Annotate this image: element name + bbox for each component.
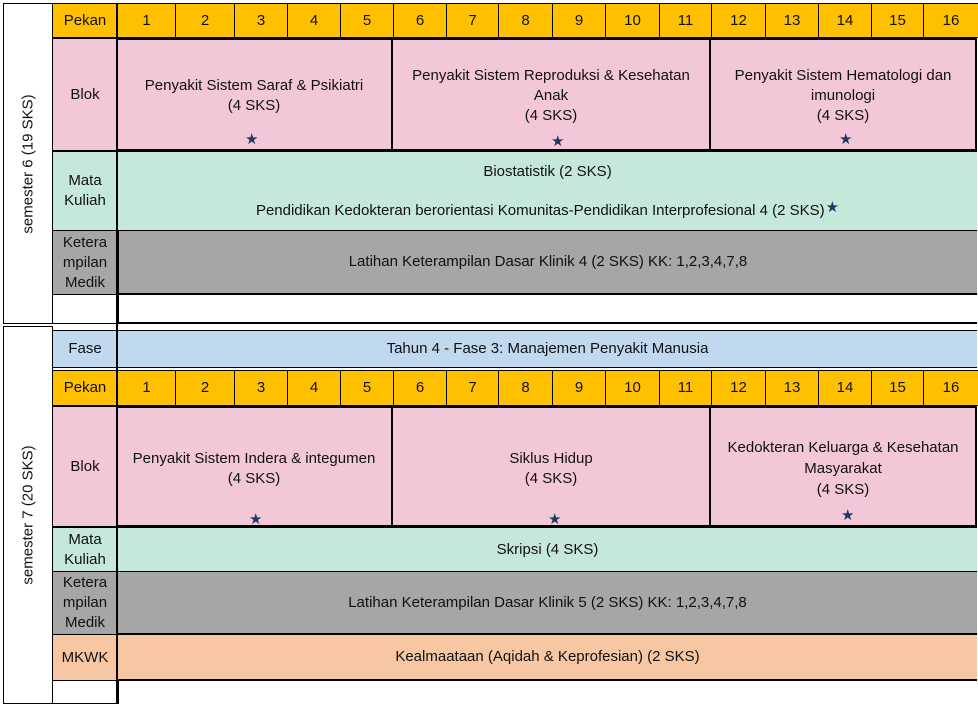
s7-week-9: 9 bbox=[552, 370, 606, 406]
s6-week-15: 15 bbox=[871, 3, 924, 38]
s7-empty-row bbox=[117, 680, 977, 704]
s7-block-3-title-2: Masyarakat bbox=[804, 460, 882, 477]
s6-block-3-title-2: imunologi bbox=[810, 87, 876, 104]
s7-empty-label-cell bbox=[52, 680, 118, 704]
s6-block-3-credits: (4 SKS) bbox=[816, 107, 870, 124]
s7-week-5: 5 bbox=[340, 370, 394, 406]
s7-mata-kuliah-label: Mata Kuliah bbox=[52, 527, 118, 572]
s6-keterampilan-label: Ketera mpilan Medik bbox=[52, 230, 118, 295]
s7-mata-kuliah-label-1: Mata bbox=[68, 530, 102, 548]
semester-6-title: semester 6 (19 SKS) bbox=[19, 93, 37, 234]
s7-block-3: Kedokteran Keluarga & Kesehatan Masyarak… bbox=[711, 406, 977, 527]
grid-divider-line bbox=[116, 3, 118, 704]
fase-label: Fase bbox=[52, 330, 118, 368]
s7-block-1: Penyakit Sistem Indera & integumen (4 SK… bbox=[117, 406, 393, 527]
s7-block-1-title: Penyakit Sistem Indera & integumen bbox=[132, 450, 376, 467]
s7-mkwk-label: MKWK bbox=[52, 634, 118, 681]
semester-7-title: semester 7 (20 SKS) bbox=[19, 445, 37, 585]
s7-week-16: 16 bbox=[923, 370, 978, 406]
s7-block-2-credits: (4 SKS) bbox=[524, 470, 578, 487]
s7-week-12: 12 bbox=[711, 370, 766, 406]
s6-block-2-title-2: Anak bbox=[533, 87, 569, 104]
s6-week-11: 11 bbox=[659, 3, 712, 38]
s6-mata-kuliah-label: Mata Kuliah bbox=[52, 151, 118, 231]
s7-block-3-title: Kedokteran Keluarga & Kesehatan bbox=[727, 439, 959, 456]
s6-block-3-star-icon: ★ bbox=[839, 131, 853, 148]
s6-blok-label: Blok bbox=[52, 38, 118, 151]
s6-keterampilan-label-1: Ketera bbox=[62, 233, 108, 251]
s6-mata-kuliah-2-text: Pendidikan Kedokteran berorientasi Komun… bbox=[255, 201, 825, 219]
s7-block-1-credits: (4 SKS) bbox=[227, 470, 281, 487]
s7-block-2-star-icon: ★ bbox=[548, 511, 562, 528]
s7-mkwk: Kealmaataan (Aqidah & Keprofesian) (2 SK… bbox=[117, 634, 977, 681]
s6-week-2: 2 bbox=[175, 3, 235, 38]
s7-week-2: 2 bbox=[175, 370, 235, 406]
s7-keterampilan: Latihan Keterampilan Dasar Klinik 5 (2 S… bbox=[117, 571, 977, 635]
s7-week-10: 10 bbox=[605, 370, 660, 406]
s6-week-10: 10 bbox=[605, 3, 660, 38]
s7-week-15: 15 bbox=[871, 370, 924, 406]
s6-keterampilan-label-3: Medik bbox=[64, 273, 105, 291]
s6-block-1-star-icon: ★ bbox=[245, 131, 259, 148]
s6-week-7: 7 bbox=[446, 3, 499, 38]
s7-keterampilan-label-2: mpilan bbox=[62, 594, 108, 611]
s7-week-13: 13 bbox=[765, 370, 819, 406]
s6-mata-kuliah-2: Pendidikan Kedokteran berorientasi Komun… bbox=[117, 191, 977, 231]
s6-week-13: 13 bbox=[765, 3, 819, 38]
s7-mata-kuliah: Skripsi (4 SKS) bbox=[117, 527, 977, 572]
s7-keterampilan-label: Ketera mpilan Medik bbox=[52, 571, 118, 635]
s6-week-6: 6 bbox=[393, 3, 447, 38]
s6-week-9: 9 bbox=[552, 3, 606, 38]
s6-mata-kuliah-1: Biostatistik (2 SKS) bbox=[117, 151, 977, 192]
s6-week-1: 1 bbox=[117, 3, 176, 38]
s7-block-2-title: Siklus Hidup bbox=[509, 450, 593, 467]
s7-week-1: 1 bbox=[117, 370, 176, 406]
semester-7-label-cell: semester 7 (20 SKS) bbox=[3, 326, 53, 704]
s7-block-3-star-icon: ★ bbox=[841, 507, 855, 524]
s6-week-4: 4 bbox=[287, 3, 341, 38]
s7-blok-label: Blok bbox=[52, 406, 118, 527]
s6-week-14: 14 bbox=[818, 3, 872, 38]
s6-week-8: 8 bbox=[498, 3, 553, 38]
fase-value: Tahun 4 - Fase 3: Manajemen Penyakit Man… bbox=[117, 330, 977, 368]
s6-week-5: 5 bbox=[340, 3, 394, 38]
s6-block-3: Penyakit Sistem Hematologi dan imunologi… bbox=[711, 38, 977, 151]
s6-week-3: 3 bbox=[234, 3, 288, 38]
s6-pekan-label: Pekan bbox=[52, 3, 118, 38]
s7-week-7: 7 bbox=[446, 370, 499, 406]
s7-keterampilan-label-3: Medik bbox=[64, 614, 105, 631]
s6-mata-kuliah-2-star-icon: ★ bbox=[825, 199, 840, 216]
s6-keterampilan-label-2: mpilan bbox=[62, 253, 108, 271]
s6-block-2: Penyakit Sistem Reproduksi & Kesehatan A… bbox=[393, 38, 711, 151]
s7-week-4: 4 bbox=[287, 370, 341, 406]
s6-block-1: Penyakit Sistem Saraf & Psikiatri (4 SKS… bbox=[117, 38, 393, 151]
s6-block-1-credits: (4 SKS) bbox=[227, 97, 281, 114]
s7-block-2: Siklus Hidup (4 SKS) ★ bbox=[393, 406, 711, 527]
s7-week-3: 3 bbox=[234, 370, 288, 406]
s7-block-1-star-icon: ★ bbox=[249, 511, 263, 528]
s7-week-6: 6 bbox=[393, 370, 447, 406]
s6-block-2-credits: (4 SKS) bbox=[524, 107, 578, 124]
s6-week-12: 12 bbox=[711, 3, 766, 38]
s6-empty-row bbox=[117, 294, 977, 324]
s7-week-14: 14 bbox=[818, 370, 872, 406]
s7-week-11: 11 bbox=[659, 370, 712, 406]
s6-mata-kuliah-label-1: Mata bbox=[68, 172, 102, 189]
s7-pekan-label: Pekan bbox=[52, 370, 118, 406]
s7-keterampilan-label-1: Ketera bbox=[62, 574, 108, 591]
s6-week-16: 16 bbox=[923, 3, 978, 38]
s6-block-1-title: Penyakit Sistem Saraf & Psikiatri bbox=[144, 77, 364, 94]
s7-block-3-credits: (4 SKS) bbox=[816, 481, 870, 498]
s7-mata-kuliah-label-2: Kuliah bbox=[64, 550, 106, 568]
s6-block-2-star-icon: ★ bbox=[551, 133, 565, 150]
s6-mata-kuliah-label-2: Kuliah bbox=[64, 192, 106, 209]
s7-week-8: 8 bbox=[498, 370, 553, 406]
s6-keterampilan: Latihan Keterampilan Dasar Klinik 4 (2 S… bbox=[117, 230, 977, 295]
semester-6-label-cell: semester 6 (19 SKS) bbox=[3, 3, 53, 324]
s6-empty-label-cell bbox=[52, 294, 118, 324]
s6-block-2-title: Penyakit Sistem Reproduksi & Kesehatan bbox=[412, 67, 690, 84]
s6-block-3-title: Penyakit Sistem Hematologi dan bbox=[734, 67, 952, 84]
